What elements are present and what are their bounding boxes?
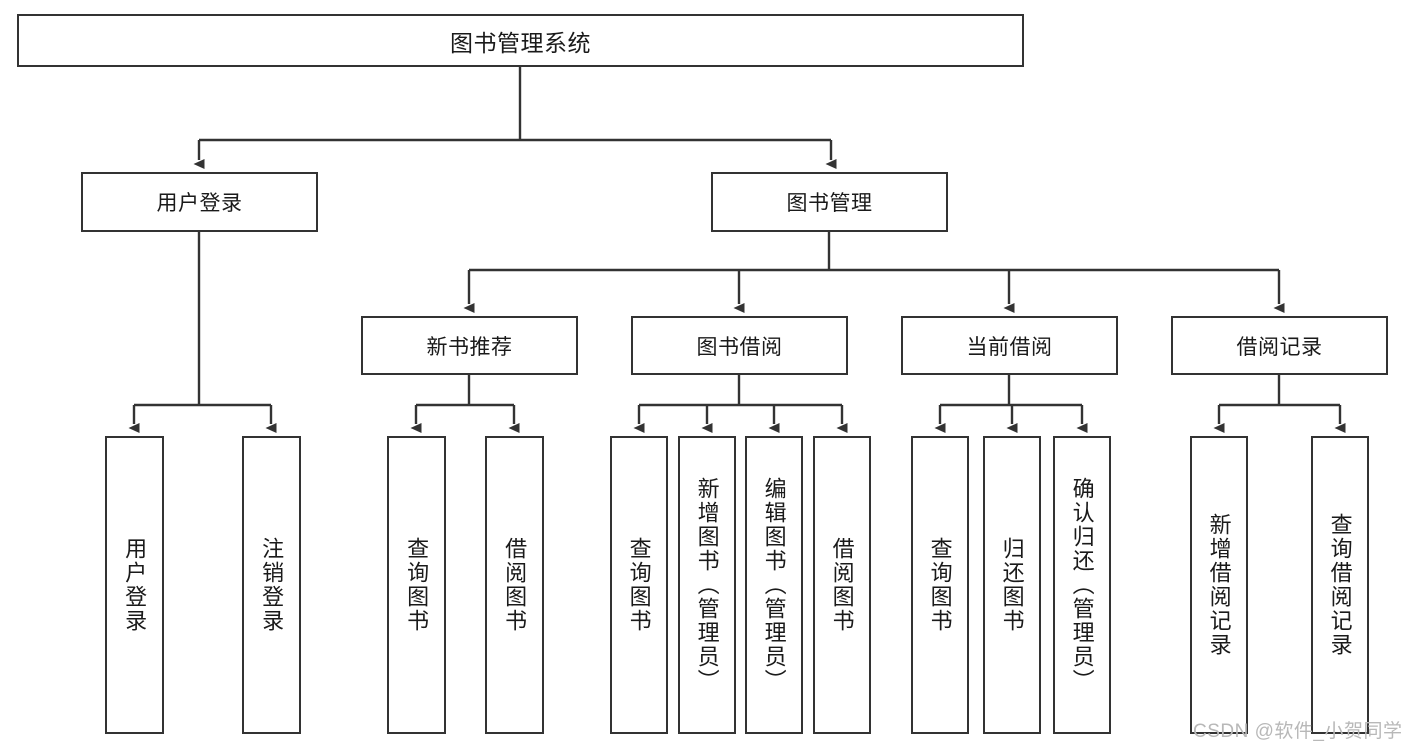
node-root-label: 图书管理系统 (450, 29, 591, 56)
leaf-query-book-recommend-label: 查询图书 (404, 537, 430, 633)
leaf-user-login[interactable]: 用户登录 (105, 436, 164, 734)
leaf-borrow-book-recommend[interactable]: 借阅图书 (485, 436, 544, 734)
node-book-borrow-label: 图书借阅 (696, 335, 783, 359)
leaf-confirm-return-admin[interactable]: 确认归还（管理员） (1053, 436, 1111, 734)
leaf-confirm-return-admin-label: 确认归还（管理员） (1069, 477, 1095, 693)
leaf-query-book-borrow-label: 查询图书 (626, 537, 652, 633)
leaf-logout-label: 注销登录 (259, 537, 285, 633)
leaf-query-book-current[interactable]: 查询图书 (911, 436, 969, 734)
leaf-add-book-admin-label: 新增图书（管理员） (694, 477, 720, 693)
node-current-borrow[interactable]: 当前借阅 (901, 316, 1118, 375)
leaf-return-book[interactable]: 归还图书 (983, 436, 1041, 734)
node-user-login[interactable]: 用户登录 (81, 172, 318, 232)
watermark: CSDN @软件_小贺同学 (1193, 721, 1403, 742)
leaf-return-book-label: 归还图书 (999, 537, 1025, 633)
node-borrow-record[interactable]: 借阅记录 (1171, 316, 1388, 375)
node-root[interactable]: 图书管理系统 (17, 14, 1024, 67)
node-borrow-record-label: 借阅记录 (1236, 335, 1323, 359)
leaf-query-book-current-label: 查询图书 (927, 537, 953, 633)
node-new-book-recommend-label: 新书推荐 (426, 335, 513, 359)
node-new-book-recommend[interactable]: 新书推荐 (361, 316, 578, 375)
leaf-add-borrow-record[interactable]: 新增借阅记录 (1190, 436, 1248, 734)
node-book-borrow[interactable]: 图书借阅 (631, 316, 848, 375)
leaf-query-book-recommend[interactable]: 查询图书 (387, 436, 446, 734)
leaf-logout[interactable]: 注销登录 (242, 436, 301, 734)
node-user-login-label: 用户登录 (156, 192, 243, 215)
leaf-query-book-borrow[interactable]: 查询图书 (610, 436, 668, 734)
node-book-management-label: 图书管理 (786, 192, 873, 215)
leaf-query-borrow-record[interactable]: 查询借阅记录 (1311, 436, 1369, 734)
leaf-edit-book-admin-label: 编辑图书（管理员） (761, 477, 787, 693)
leaf-borrow-book[interactable]: 借阅图书 (813, 436, 871, 734)
leaf-add-borrow-record-label: 新增借阅记录 (1206, 513, 1232, 657)
leaf-query-borrow-record-label: 查询借阅记录 (1327, 513, 1353, 657)
leaf-edit-book-admin[interactable]: 编辑图书（管理员） (745, 436, 803, 734)
leaf-borrow-book-label: 借阅图书 (829, 537, 855, 633)
leaf-add-book-admin[interactable]: 新增图书（管理员） (678, 436, 736, 734)
leaf-user-login-label: 用户登录 (122, 537, 148, 633)
node-current-borrow-label: 当前借阅 (966, 335, 1053, 359)
node-book-management[interactable]: 图书管理 (711, 172, 948, 232)
leaf-borrow-book-recommend-label: 借阅图书 (502, 537, 528, 633)
